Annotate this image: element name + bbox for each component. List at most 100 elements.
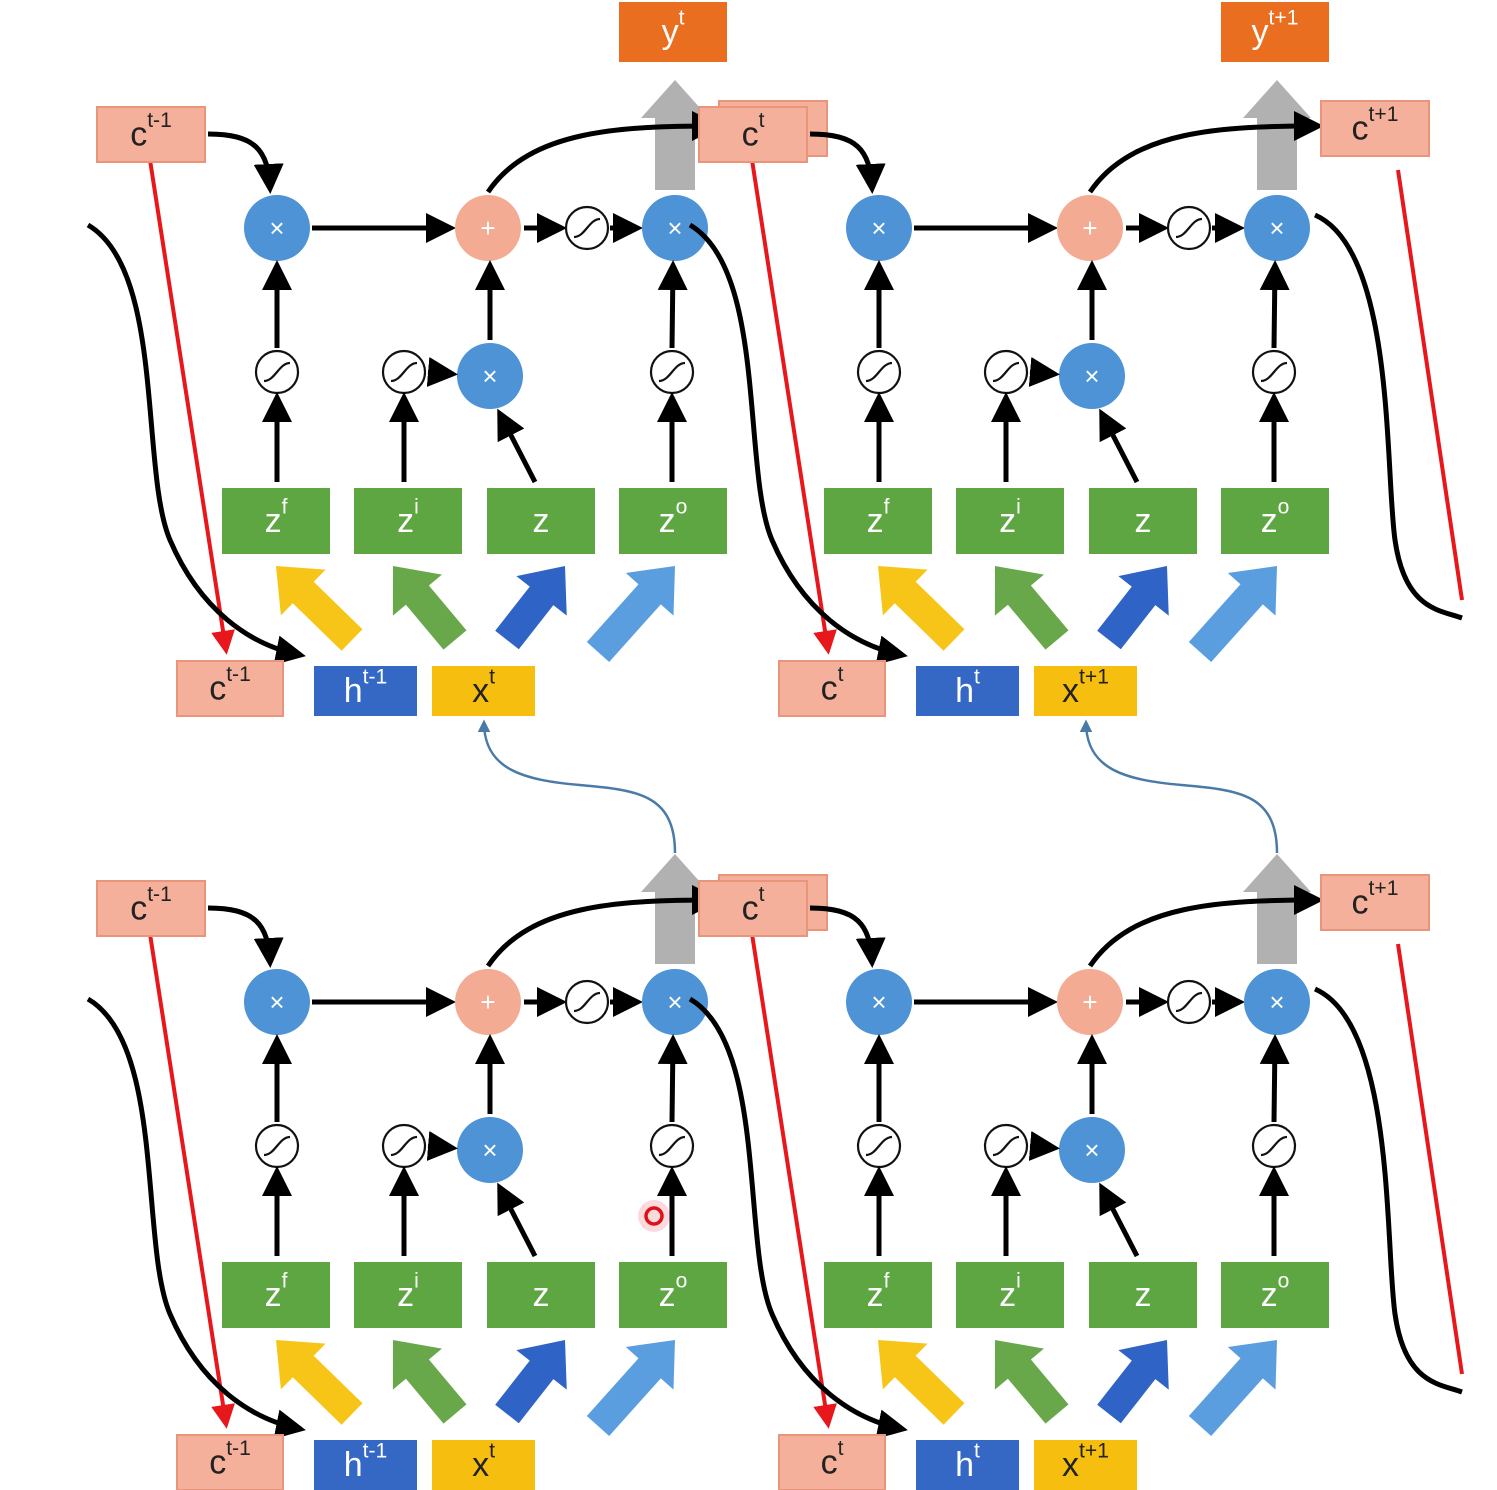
- cell-in-to-forget-arrow: [207, 905, 284, 968]
- cell-add-node: +: [1057, 195, 1123, 261]
- output-y-box-bg: [1221, 2, 1329, 62]
- peephole-red-line: [750, 159, 837, 655]
- forget-multiply-node-symbol: ×: [269, 987, 284, 1017]
- cell-in-box-bg: [698, 880, 808, 937]
- bottom-cell-box-label-sup: t: [838, 663, 844, 686]
- add-to-cell-out-arrow: [1087, 885, 1324, 968]
- gate-z-box-2-label-base: z: [999, 502, 1016, 540]
- input-multiply-node-symbol: ×: [482, 1135, 497, 1165]
- gate-z-box-2: zi: [956, 1262, 1064, 1328]
- cursor-marker-icon: [638, 1200, 670, 1232]
- lightblue-input-block-arrow: [1188, 1340, 1277, 1437]
- forget-multiply-node-circle: [244, 195, 310, 261]
- input-multiply-node: ×: [1059, 343, 1125, 409]
- gate-z-box-1-label-sup: f: [884, 1269, 890, 1292]
- cell-add-node: +: [455, 195, 521, 261]
- cell-out-box-label-sup: t+1: [1369, 103, 1399, 126]
- gate-z-box-3-label-base: z: [1135, 502, 1152, 540]
- gate-z-box-2-bg: [354, 1262, 462, 1328]
- bottom-cell-box: ct-1: [176, 1434, 284, 1490]
- forget-multiply-node: ×: [244, 195, 310, 261]
- cell-tanh-sigmoid-icon-curve: [1175, 217, 1203, 239]
- gate-z-box-1-label-base: z: [265, 1276, 282, 1314]
- bottom-cell-box-label-sup: t-1: [226, 663, 251, 686]
- z-to-input-mult-arrow: [497, 1182, 538, 1258]
- cell-in-box-bg: [698, 106, 808, 163]
- gate-z-box-4-bg: [619, 1262, 727, 1328]
- input-multiply-node-symbol: ×: [482, 361, 497, 391]
- cell-add-node-symbol: +: [480, 987, 495, 1017]
- output-multiply-node: ×: [642, 195, 708, 261]
- gate-z-box-1-label-base: z: [867, 1276, 884, 1314]
- input-multiply-node: ×: [1059, 1117, 1125, 1183]
- bottom-cell-box-bg: [176, 660, 284, 717]
- gate-z-box-3-bg: [487, 1262, 595, 1328]
- gate-z-box-1-label-sup: f: [282, 495, 288, 518]
- bottom-cell-box: ct: [778, 1434, 886, 1490]
- output-sig-to-mult-arrow: [1259, 260, 1290, 349]
- output-y-box-label-sup: t: [679, 6, 685, 29]
- cell-in-box-bg: [96, 106, 206, 163]
- gate-z-box-2-label-sup: i: [414, 495, 419, 518]
- gate-z-box-2-label-sup: i: [1016, 495, 1021, 518]
- cell-tanh-sigmoid-icon: [1166, 205, 1212, 251]
- bottom-cell-box-bg: [778, 660, 886, 717]
- cell-out-box: ct+1: [1320, 100, 1430, 157]
- forget-sigmoid-icon-curve: [865, 1135, 893, 1157]
- gate-z-box-2-label-sup: i: [414, 1269, 419, 1292]
- gate-z-box-3-bg: [487, 488, 595, 554]
- cell-tanh-sigmoid-icon-curve: [1175, 991, 1203, 1013]
- bottom-input-box-bg: [432, 1440, 535, 1490]
- gate-z-box-2-label-base: z: [397, 1276, 414, 1314]
- forget-sigmoid-icon: [254, 1123, 300, 1169]
- cell-in-to-forget-arrow: [809, 131, 886, 194]
- add-to-cell-out-arrow: [1087, 111, 1324, 194]
- forget-multiply-node: ×: [244, 969, 310, 1035]
- gate-z-box-2: zi: [354, 488, 462, 554]
- darkblue-input-block-arrow: [495, 1340, 567, 1424]
- forget-multiply-node: ×: [846, 969, 912, 1035]
- cell-in-box: ct: [698, 106, 808, 163]
- cell-in-box-label: ct: [742, 883, 765, 928]
- bottom-cell-box-label-sup: t: [838, 1437, 844, 1460]
- gate-z-box-4-label: zo: [659, 495, 688, 540]
- bottom-hidden-box-label-sup: t-1: [363, 665, 388, 688]
- output-sig-to-mult-arrow: [1259, 1034, 1290, 1123]
- h-recurrent-curve: [86, 222, 306, 665]
- forget-multiply-node-symbol: ×: [269, 213, 284, 243]
- bottom-hidden-box-label-base: h: [344, 672, 363, 710]
- input-multiply-node-symbol: ×: [1084, 1135, 1099, 1165]
- bottom-cell-box: ct: [778, 660, 886, 717]
- peephole-red-line: [750, 933, 837, 1429]
- gate-z-box-3-label: z: [533, 502, 550, 540]
- forget-sigmoid-icon: [254, 349, 300, 395]
- darkblue-input-block-arrow: [1097, 566, 1169, 650]
- forget-sigmoid-icon-curve: [263, 1135, 291, 1157]
- bottom-cell-box-label: ct: [821, 1437, 844, 1482]
- gate-z-box-3-label-base: z: [1135, 1276, 1152, 1314]
- cell-in-box-label-base: c: [130, 116, 147, 154]
- input-multiply-node-symbol: ×: [1084, 361, 1099, 391]
- input-multiply-node-circle: [1059, 1117, 1125, 1183]
- gate-z-box-4-bg: [1221, 1262, 1329, 1328]
- forget-multiply-node-symbol: ×: [871, 987, 886, 1017]
- cell-add-node-symbol: +: [1082, 213, 1097, 243]
- bottom-input-box-bg: [432, 666, 535, 716]
- gate-z-box-2-bg: [354, 488, 462, 554]
- gate-z-box-4-label-sup: o: [1278, 495, 1290, 518]
- cell-tanh-sigmoid-icon-curve: [573, 991, 601, 1013]
- gate-z-box-1: zf: [824, 488, 932, 554]
- green-input-block-arrow: [994, 1340, 1069, 1424]
- bottom-hidden-box-bg: [314, 666, 417, 716]
- bottom-hidden-box-bg: [916, 666, 1019, 716]
- input-sig-to-mult-arrow: [1028, 1131, 1060, 1161]
- output-gray-arrow: [641, 80, 709, 190]
- input-sig-to-mult-arrow: [1028, 357, 1060, 387]
- gate-z-box-3-label: z: [533, 1276, 550, 1314]
- output-multiply-node-symbol: ×: [667, 213, 682, 243]
- bottom-hidden-box-label-base: h: [955, 1446, 974, 1484]
- bottom-hidden-box-label: ht-1: [344, 665, 388, 710]
